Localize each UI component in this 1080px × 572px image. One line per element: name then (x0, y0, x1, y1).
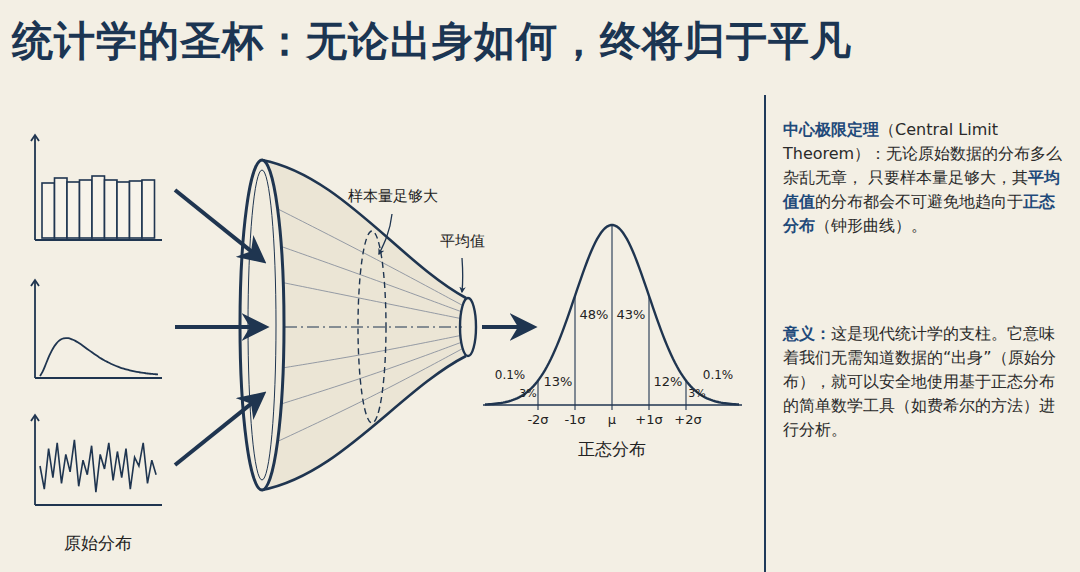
percent-label: 3% (688, 388, 705, 401)
percent-label: 43% (617, 308, 646, 323)
percent-label: 12% (654, 375, 683, 390)
body-text: （钟形曲线）。 (815, 216, 927, 235)
percent-label: 3% (519, 388, 536, 401)
normal-curve (483, 225, 742, 410)
panel-divider (764, 95, 766, 572)
funnel (240, 160, 476, 490)
input-arrows (175, 190, 532, 465)
axis-tick-label: -2σ (527, 413, 548, 428)
key-term: 中心极限定理 (783, 120, 879, 139)
body-text: 的分布都会不可避免地趋向于 (815, 192, 1023, 211)
callout-label: 平均值 (440, 233, 485, 250)
percent-label: 13% (544, 375, 573, 390)
axis-tick-label: -1σ (564, 413, 585, 428)
meaning-paragraph: 意义：这是现代统计学的支柱。它意味着我们无需知道数据的“出身”（原始分布），就可… (783, 322, 1065, 442)
leader-lines (379, 214, 463, 292)
percent-label: 48% (580, 308, 609, 323)
title: 统计学的圣杯：无论出身如何，终将归于平凡 (12, 14, 852, 69)
source-charts (31, 135, 162, 505)
axis-tick-label: +1σ (635, 413, 662, 428)
percent-label: 0.1% (495, 369, 526, 383)
axis-tick-label: +2σ (674, 413, 701, 428)
key-term: 意义： (783, 324, 831, 343)
axis-tick-label: μ (608, 413, 616, 428)
curve-caption: 正态分布 (578, 440, 646, 460)
definition-paragraph: 中心极限定理（Central Limit Theorem）：无论原始数据的分布多… (783, 118, 1065, 238)
callout-label: 样本量足够大 (348, 188, 438, 205)
percent-label: 0.1% (703, 369, 734, 383)
charts-caption: 原始分布 (64, 534, 132, 554)
